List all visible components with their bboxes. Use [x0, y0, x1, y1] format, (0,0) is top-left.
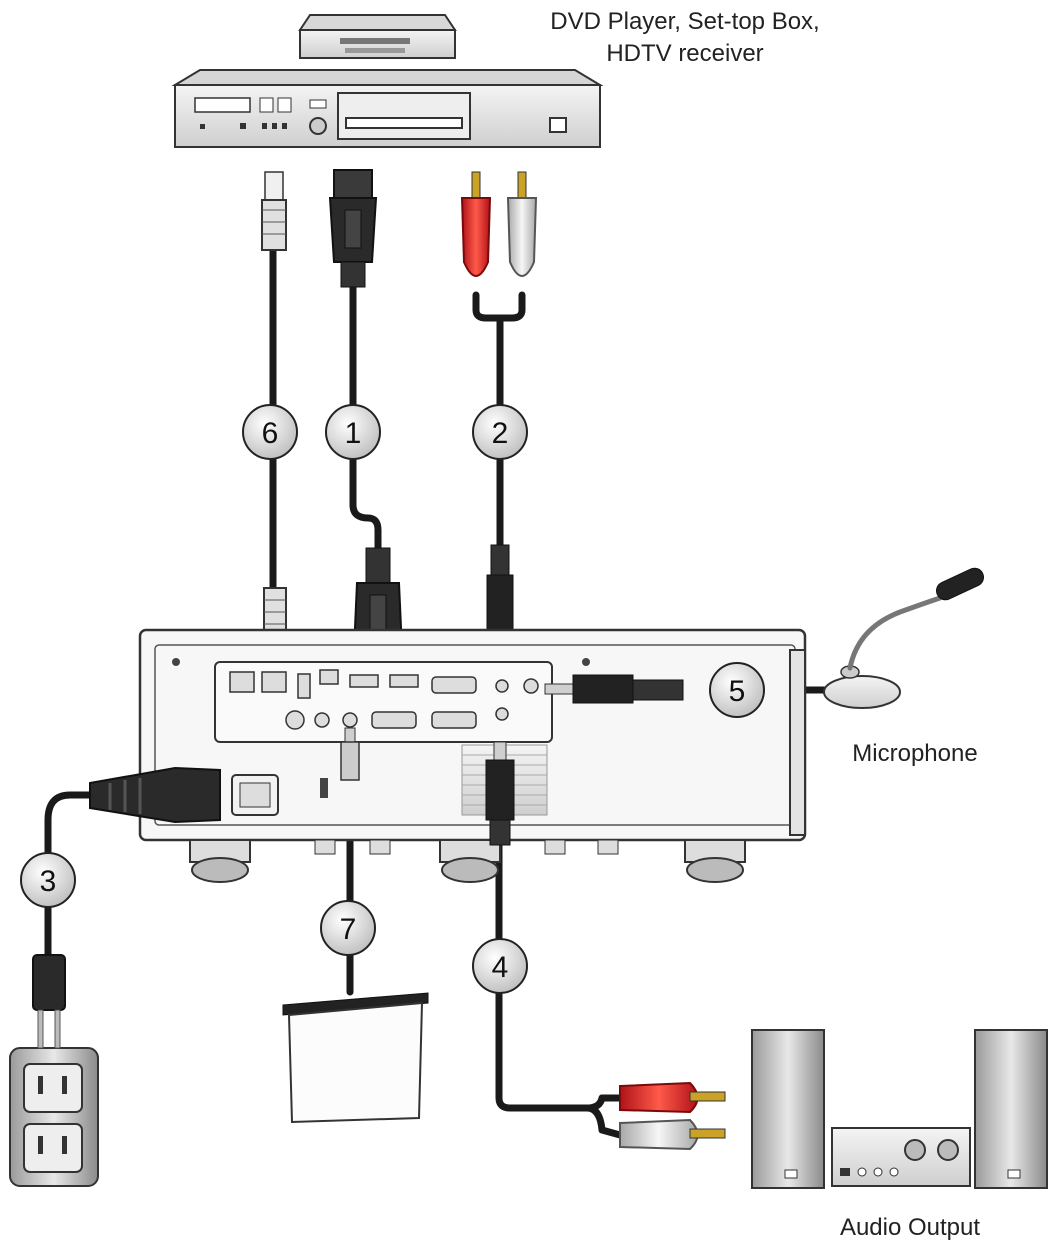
rca-plugs-input — [460, 171, 538, 659]
microphone-icon — [823, 567, 985, 709]
cable-4 — [495, 834, 591, 1112]
callout-2: 2 — [472, 404, 528, 460]
callout-5-label: 5 — [729, 675, 746, 708]
callout-3-label: 3 — [40, 865, 57, 898]
cable-2 — [472, 291, 526, 322]
audio-out-jack — [485, 741, 515, 846]
callout-6-label: 6 — [262, 417, 279, 450]
projection-screen-icon — [282, 992, 429, 1124]
microphone-label: Microphone — [852, 740, 978, 767]
rca-plugs-output — [619, 1081, 726, 1151]
audio-output-label: Audio Output — [839, 1214, 981, 1241]
callout-1: 1 — [325, 404, 381, 460]
power-connector — [89, 766, 221, 824]
source-label-line2: HDTV receiver — [606, 40, 764, 67]
callout-2-label: 2 — [492, 417, 509, 450]
callout-4-label: 4 — [492, 951, 509, 984]
cable-1 — [349, 281, 382, 564]
callout-4: 4 — [472, 938, 528, 994]
trigger-jack — [340, 727, 360, 781]
callout-5: 5 — [709, 662, 765, 718]
callout-1-label: 1 — [345, 417, 362, 450]
cable-3 — [44, 791, 104, 959]
speaker-system-icon — [751, 1029, 1048, 1189]
dvd-player-icon — [171, 14, 604, 148]
callout-7-label: 7 — [340, 913, 357, 946]
mic-jack — [544, 674, 684, 704]
callout-3: 3 — [20, 852, 76, 908]
callout-7: 7 — [320, 900, 376, 956]
power-outlet-icon — [9, 954, 99, 1187]
callout-6: 6 — [242, 404, 298, 460]
source-label-line1: DVD Player, Set-top Box, — [550, 8, 820, 35]
projector-icon — [138, 628, 807, 883]
